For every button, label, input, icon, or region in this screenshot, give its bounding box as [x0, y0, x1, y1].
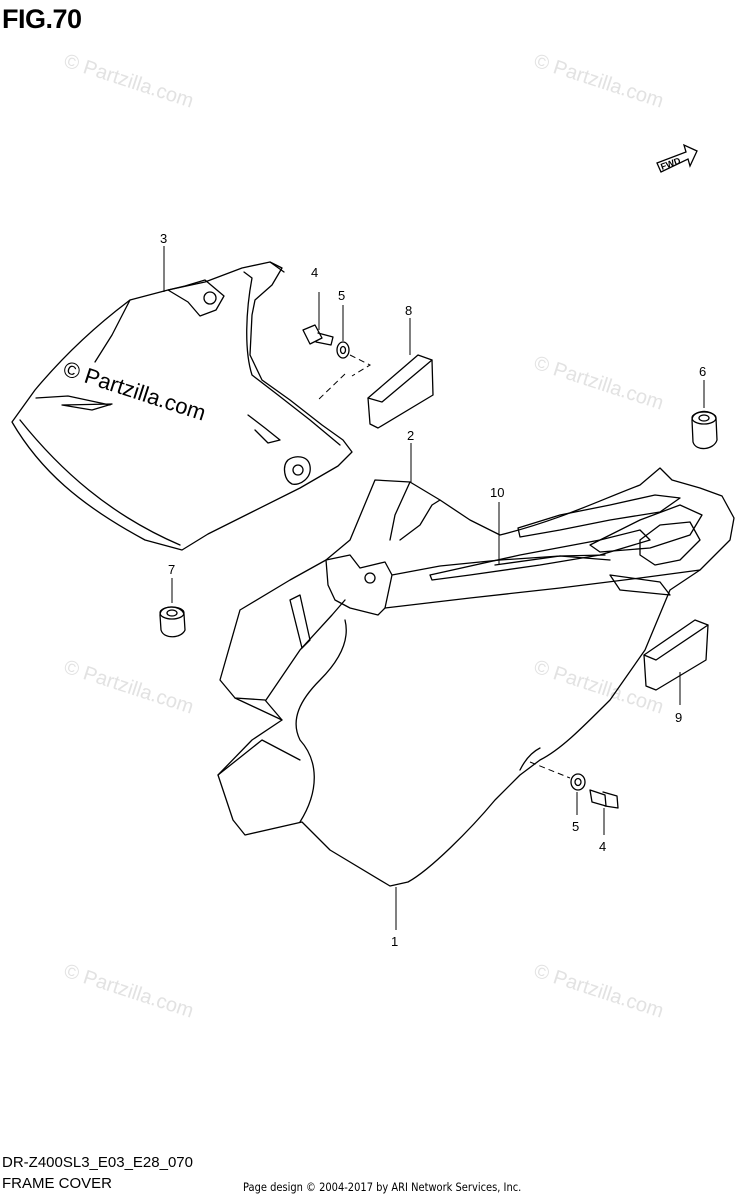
- callout-3: 3: [160, 231, 167, 246]
- figure-title: FIG.70: [2, 4, 82, 34]
- callout-10: 10: [490, 485, 504, 500]
- callout-5-lower: 5: [572, 819, 579, 834]
- part-7-grommet: [159, 578, 186, 638]
- callout-8: 8: [405, 303, 412, 318]
- part-6-grommet: [691, 380, 718, 450]
- page-credit: Page design © 2004-2017 by ARI Network S…: [243, 1180, 522, 1194]
- callout-4-lower: 4: [599, 839, 606, 854]
- model-code: DR-Z400SL3_E03_E28_070: [2, 1154, 193, 1171]
- part-4-bolt-lower: [589, 789, 619, 835]
- part-10-emblem: [429, 494, 703, 596]
- section-name: FRAME COVER: [2, 1175, 113, 1192]
- part-5-washer-upper: [317, 305, 372, 401]
- part-1-right-frame-cover: [217, 467, 735, 887]
- part-8-pad: [367, 318, 434, 429]
- callout-4: 4: [311, 265, 318, 280]
- callout-1: 1: [391, 934, 398, 949]
- part-3-left-frame-cover: [11, 261, 353, 551]
- callout-7: 7: [168, 562, 175, 577]
- callout-5: 5: [338, 288, 345, 303]
- callout-6: 6: [699, 364, 706, 379]
- fwd-arrow-icon: FWD: [656, 143, 698, 173]
- part-4-bolt-upper: [302, 292, 334, 346]
- fwd-label: FWD: [659, 155, 682, 172]
- part-9-pad: [643, 619, 709, 705]
- callout-2: 2: [407, 428, 414, 443]
- part-5-washer-lower: [529, 761, 586, 815]
- callout-9: 9: [675, 710, 682, 725]
